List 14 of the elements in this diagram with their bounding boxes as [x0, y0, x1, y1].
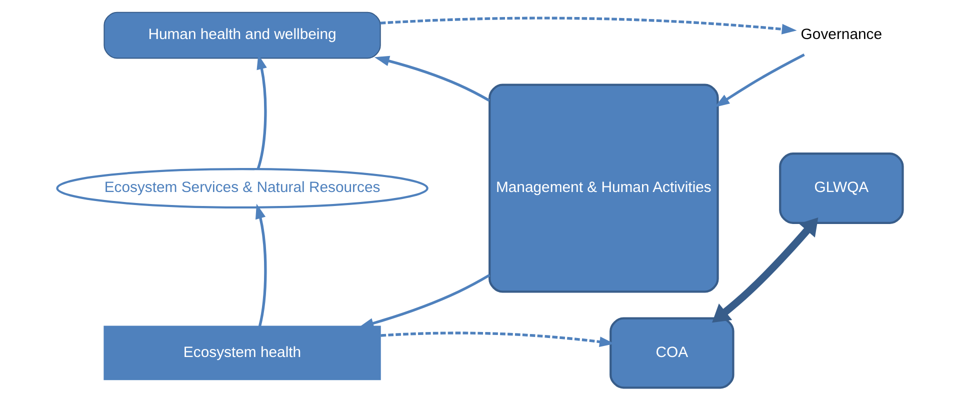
- node-box: GLWQA: [778, 152, 904, 224]
- arrow: [374, 56, 490, 102]
- node-box: Human health and wellbeing: [103, 12, 380, 59]
- arrow: [254, 204, 266, 326]
- arrow: [714, 54, 804, 108]
- arrow: [380, 16, 796, 34]
- arrow: [380, 332, 614, 347]
- node-box: COA: [609, 317, 734, 389]
- arrow: [358, 274, 490, 328]
- node-ellipse: Ecosystem Services & Natural Resources: [56, 168, 428, 209]
- node-text: Governance: [800, 26, 882, 44]
- node-box: Ecosystem health: [103, 326, 380, 380]
- arrow: [712, 218, 818, 323]
- node-box: Management & Human Activities: [488, 84, 718, 293]
